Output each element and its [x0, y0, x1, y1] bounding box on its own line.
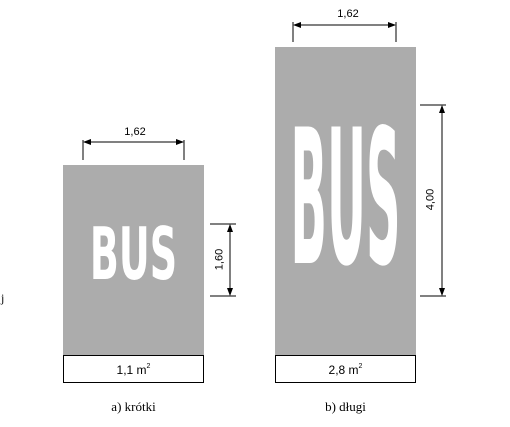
marking-a-caption: a) krótki [111, 399, 156, 414]
marking-b-area-value: 2,8 m [328, 363, 359, 377]
marking-a-width-dimension [82, 139, 185, 160]
marking-a-width-label: 1,62 [124, 126, 146, 138]
marking-b-width-label: 1,62 [337, 8, 359, 20]
marking-b-bus-word: BUS [290, 91, 401, 310]
marking-b-panel [275, 47, 416, 355]
marking-a-bus-word: BUS [89, 212, 178, 296]
marking-b-area-exponent: 2 [358, 363, 363, 370]
marking-a-panel [63, 165, 204, 355]
marking-a-height-dimension [210, 223, 236, 297]
marking-b-width-dimension [292, 22, 397, 42]
marking-a-area-value: 1,1 m [116, 363, 147, 377]
marking-a-area-box: 1,1 m2 [63, 355, 204, 383]
marking-b-caption: b) długi [325, 399, 366, 414]
marking-b-area-box: 2,8 m2 [275, 355, 416, 383]
marking-a-area-exponent: 2 [146, 363, 151, 370]
margin-text-fragment: j [1, 291, 5, 305]
marking-b-height-dimension [420, 104, 446, 297]
